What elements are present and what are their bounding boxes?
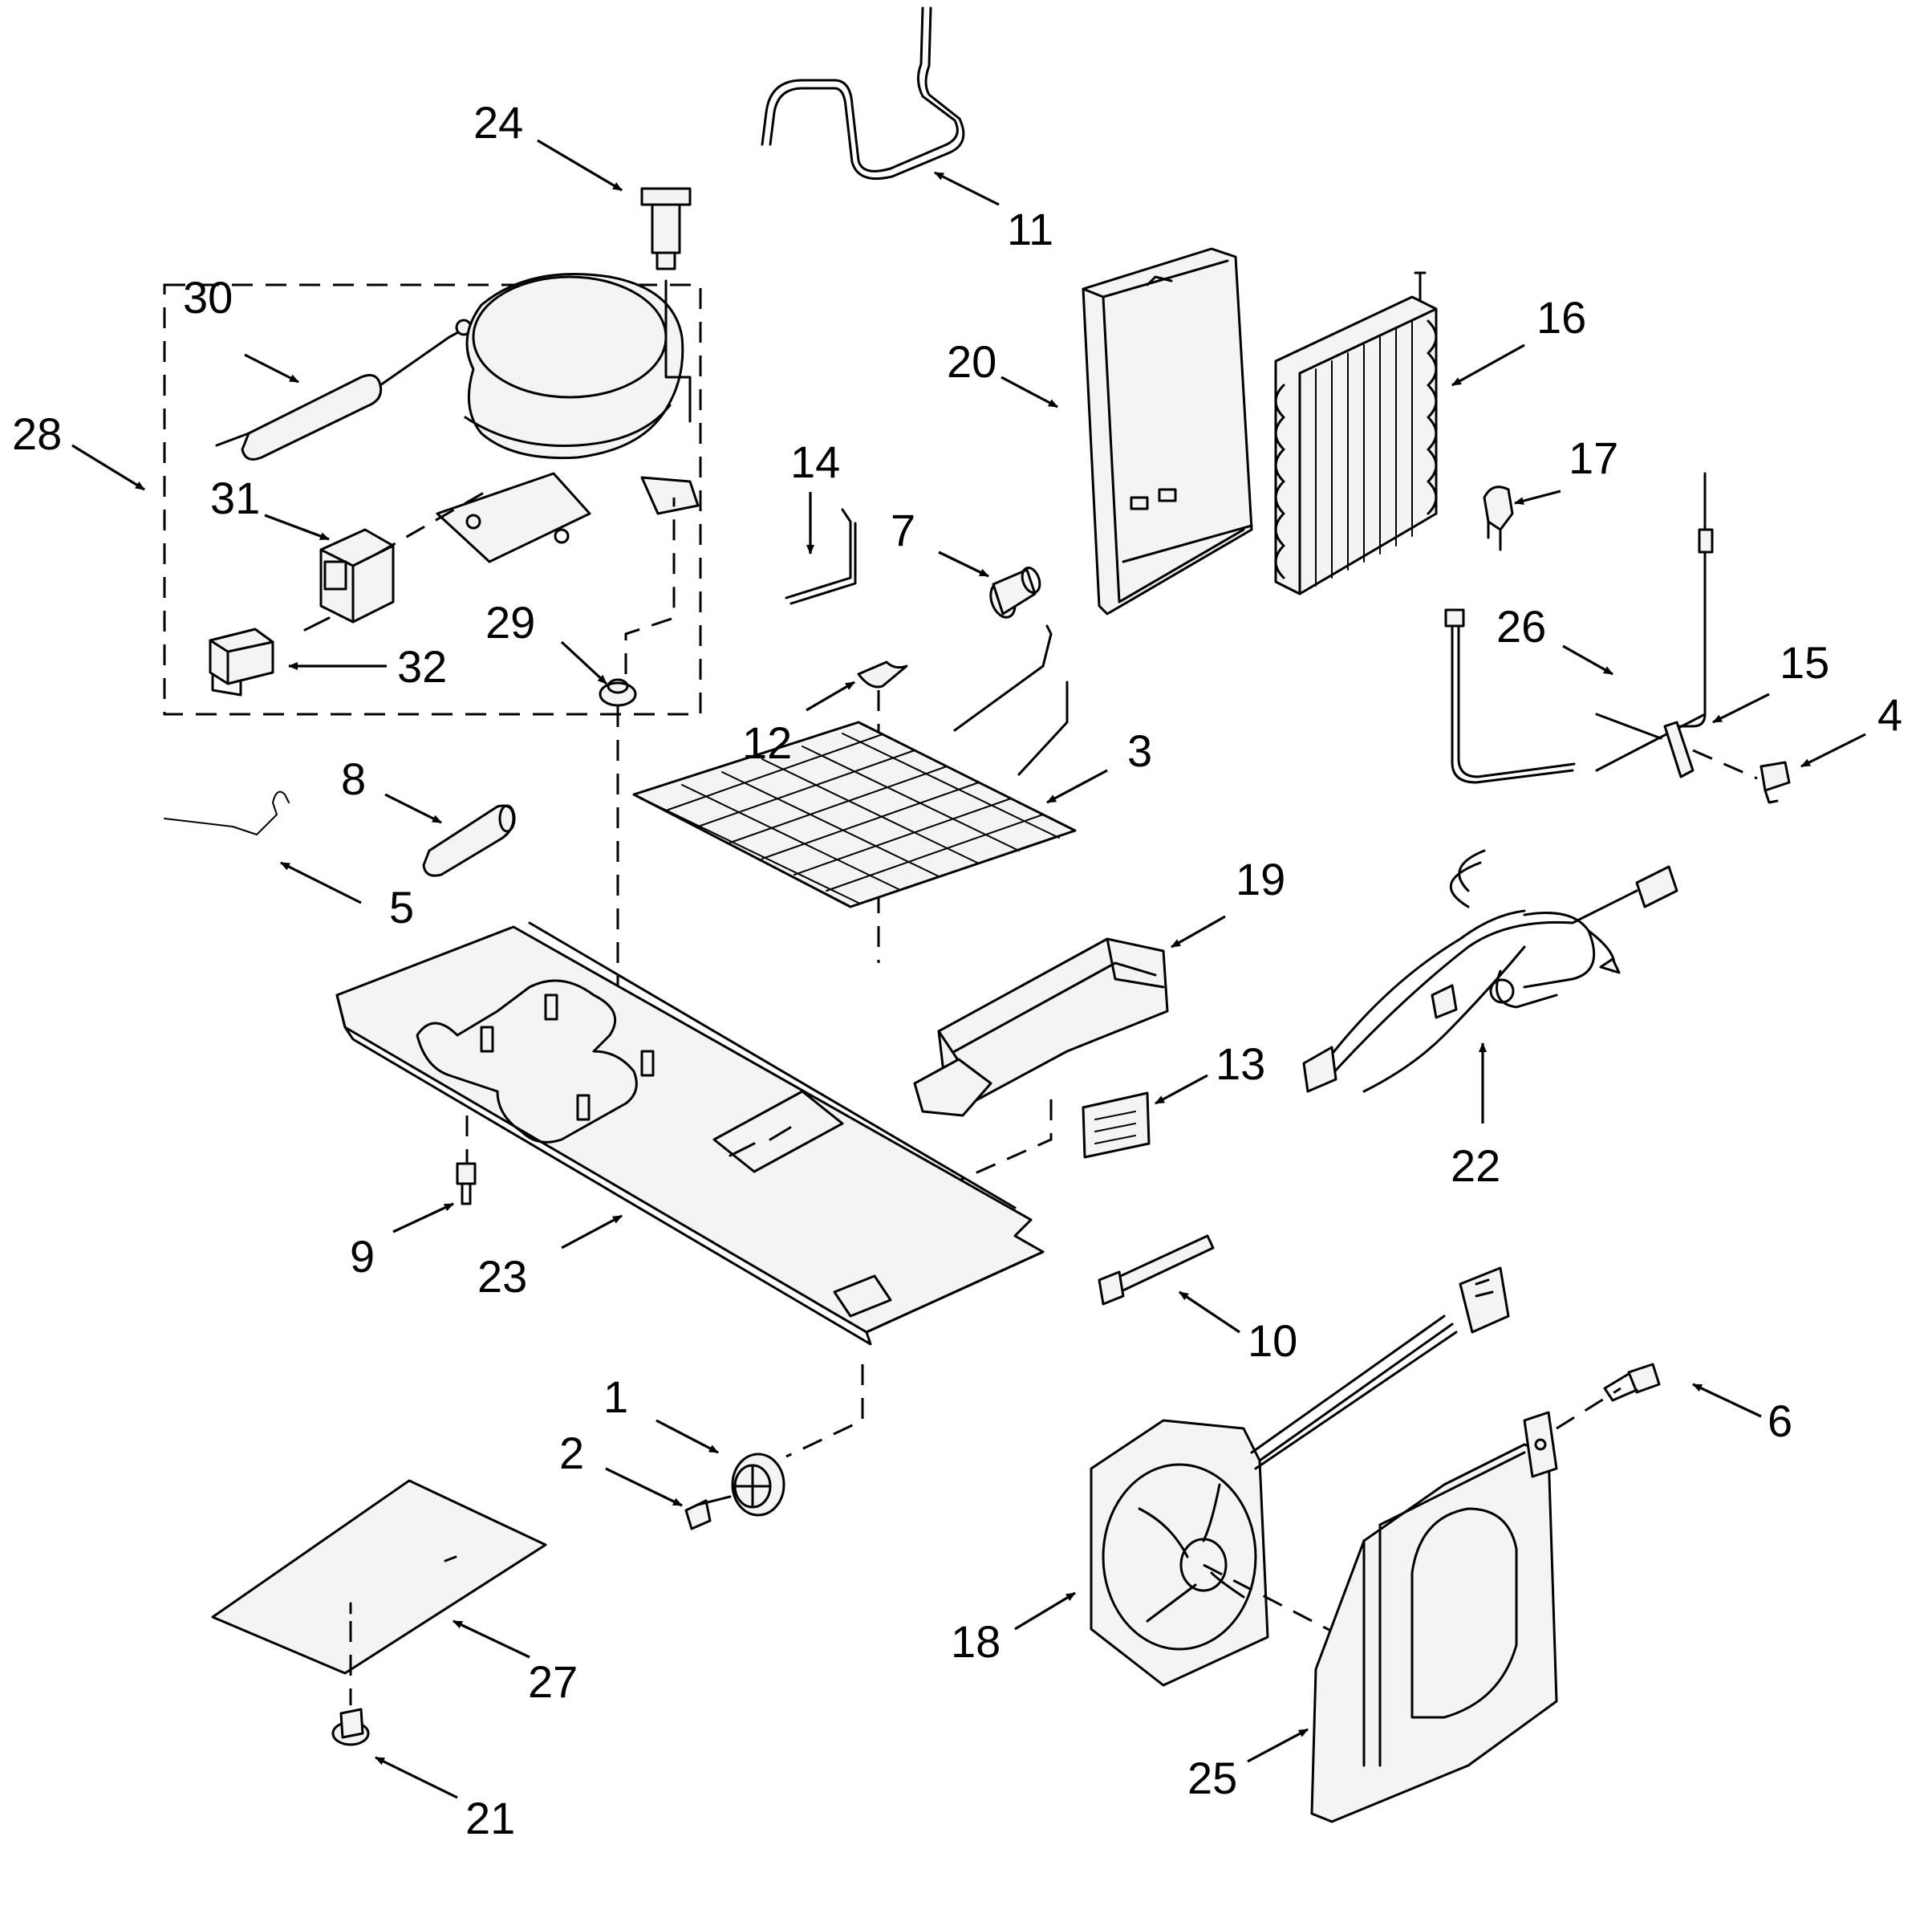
part-11-tube xyxy=(761,6,959,173)
part-22-wire-harness xyxy=(1302,849,1678,1093)
part-4-screw xyxy=(1760,761,1791,804)
part-14-tube xyxy=(785,508,857,605)
compressor xyxy=(436,273,700,563)
callout-18: 18 xyxy=(951,1616,1000,1667)
relay-connector-dashed xyxy=(376,488,490,555)
part-16-evaporator xyxy=(1274,271,1438,595)
callout-12: 12 xyxy=(742,717,792,768)
part-29-grommet xyxy=(599,678,637,707)
part-18-fan-assembly xyxy=(1090,1266,1510,1687)
part-12-clip xyxy=(857,660,908,689)
part-32-bracket xyxy=(209,628,274,697)
callout-6: 6 xyxy=(1768,1396,1792,1446)
callout-arrows xyxy=(71,139,1866,1799)
part-6-screw xyxy=(1603,1363,1661,1402)
callout-21: 21 xyxy=(465,1793,515,1843)
callout-32: 32 xyxy=(397,641,447,692)
callout-7: 7 xyxy=(891,505,915,555)
part-30-drier xyxy=(215,319,473,461)
callout-11: 11 xyxy=(1007,204,1053,254)
callout-19: 19 xyxy=(1236,854,1285,904)
callout-1: 1 xyxy=(603,1371,628,1422)
part-20-evaporator-cover xyxy=(1082,247,1253,616)
part-24-fitting xyxy=(640,187,692,270)
part-15-clip xyxy=(1595,713,1695,778)
callout-13: 13 xyxy=(1216,1038,1265,1089)
part-7-fitting xyxy=(989,567,1041,619)
part-23-base-plate xyxy=(335,921,1045,1346)
callout-31: 31 xyxy=(210,473,260,523)
part-27-sheet xyxy=(211,1479,547,1675)
callout-17: 17 xyxy=(1569,433,1618,483)
part-5-wire xyxy=(164,790,290,835)
callout-3: 3 xyxy=(1127,725,1152,776)
part-13-pad xyxy=(1082,1091,1151,1159)
callout-30: 30 xyxy=(183,272,233,323)
part-31-relay xyxy=(303,528,395,632)
callout-4: 4 xyxy=(1877,689,1902,740)
part-8-tube xyxy=(422,804,516,877)
callout-8: 8 xyxy=(341,754,366,804)
callout-14: 14 xyxy=(790,437,840,487)
callout-2: 2 xyxy=(559,1428,584,1478)
part-25-fan-shroud xyxy=(1310,1411,1558,1823)
part-17-clip xyxy=(1483,486,1514,551)
callout-27: 27 xyxy=(528,1656,578,1707)
callout-22: 22 xyxy=(1451,1140,1500,1191)
callout-9: 9 xyxy=(350,1231,375,1282)
part-10-tie xyxy=(1098,1234,1215,1306)
part-19-drain-pan xyxy=(913,937,1169,1117)
part-9-screw xyxy=(456,1162,477,1205)
callout-labels: 24 11 30 28 31 29 32 20 16 14 7 17 26 15… xyxy=(12,97,1902,1843)
callout-24: 24 xyxy=(473,97,523,148)
compressor-assembly-box xyxy=(163,283,702,716)
callout-15: 15 xyxy=(1780,637,1829,688)
callout-29: 29 xyxy=(485,597,535,648)
part-2-screw xyxy=(684,1495,732,1530)
callout-16: 16 xyxy=(1536,292,1586,343)
callout-28: 28 xyxy=(12,408,62,459)
callout-23: 23 xyxy=(477,1251,527,1302)
callout-20: 20 xyxy=(947,336,996,387)
callout-10: 10 xyxy=(1248,1315,1297,1366)
part-21-fastener xyxy=(331,1708,370,1746)
callout-5: 5 xyxy=(389,882,414,933)
callout-25: 25 xyxy=(1187,1753,1237,1803)
callout-26: 26 xyxy=(1496,601,1546,652)
part-1-roller xyxy=(731,1453,785,1517)
part-3-condenser-coil xyxy=(632,624,1077,908)
